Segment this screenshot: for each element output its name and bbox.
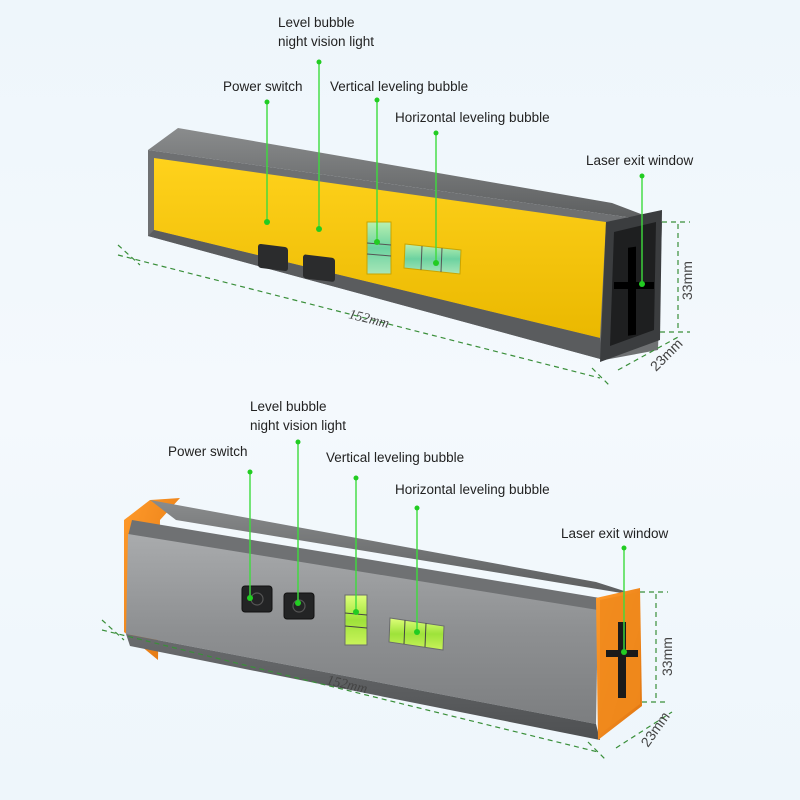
device-top-face — [148, 128, 662, 222]
label-night-light-line1: Level bubble — [278, 15, 355, 30]
device-bottom-face — [126, 634, 600, 740]
label-night-light-line2: night vision light — [250, 418, 346, 433]
power-switch-button[interactable] — [258, 244, 288, 272]
label-horizontal-bubble: Horizontal leveling bubble — [395, 110, 550, 125]
label-night-light-line1: Level bubble — [250, 399, 327, 414]
label-vertical-bubble: Vertical leveling bubble — [326, 450, 464, 465]
label-night-light-line2: night vision light — [278, 34, 374, 49]
night-light-button[interactable] — [303, 254, 335, 282]
laser-cross-icon — [614, 246, 654, 336]
device-top-face — [150, 500, 640, 596]
horizontal-bubble-vial — [403, 243, 462, 275]
label-laser-window: Laser exit window — [561, 526, 669, 541]
label-power-switch: Power switch — [223, 79, 303, 94]
dim-length: 152mm — [347, 307, 391, 332]
label-vertical-bubble: Vertical leveling bubble — [330, 79, 468, 94]
dim-height: 33mm — [659, 637, 675, 676]
label-power-switch: Power switch — [168, 444, 248, 459]
label-laser-window: Laser exit window — [586, 153, 694, 168]
power-switch-button[interactable] — [241, 585, 273, 613]
night-light-button[interactable] — [283, 592, 315, 620]
product-gray-orange: Level bubble night vision light Power sw… — [101, 399, 675, 761]
label-horizontal-bubble: Horizontal leveling bubble — [395, 482, 550, 497]
dim-height: 33mm — [679, 261, 695, 300]
vertical-bubble-vial — [366, 221, 392, 275]
dim-depth: 23mm — [637, 709, 672, 750]
product-yellow: Level bubble night vision light Power sw… — [117, 15, 695, 387]
